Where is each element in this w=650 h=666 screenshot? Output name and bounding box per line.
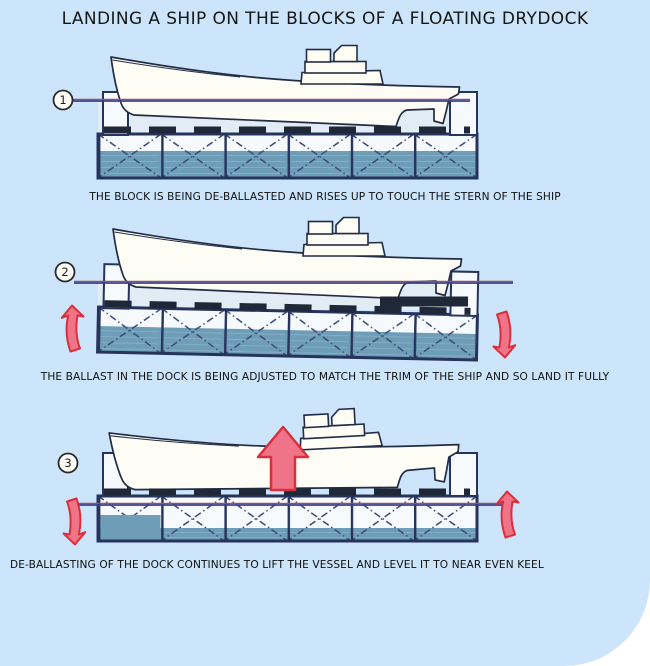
pontoon-compartments: [96, 305, 479, 362]
big-up-arrow-icon: [256, 425, 310, 492]
step-3-badge: 3: [57, 452, 79, 474]
svg-text:2: 2: [61, 265, 68, 279]
step-2-caption: THE BALLAST IN THE DOCK IS BEING ADJUSTE…: [40, 371, 610, 383]
keel-blocks: [100, 126, 470, 134]
step-3-caption: DE-BALLASTING OF THE DOCK CONTINUES TO L…: [10, 559, 544, 571]
page-title: LANDING A SHIP ON THE BLOCKS OF A FLOATI…: [61, 9, 589, 29]
curved-up-arrow-icon: [60, 304, 85, 353]
waterline: [73, 98, 470, 102]
curved-up-arrow-icon: [495, 490, 520, 539]
waterline: [70, 502, 513, 506]
svg-text:3: 3: [64, 456, 71, 470]
extra-ballast-water: [100, 515, 161, 540]
step-2-badge: 2: [54, 261, 76, 283]
step-1-caption: THE BLOCK IS BEING DE-BALLASTED AND RISE…: [89, 191, 561, 203]
pontoon-compartments: [96, 132, 479, 180]
curved-down-arrow-icon: [492, 310, 517, 359]
keel-blocks: [100, 300, 471, 315]
svg-text:1: 1: [59, 93, 66, 107]
step-2-figure: 2: [54, 216, 517, 362]
waterline: [74, 280, 513, 284]
keel-blocks: [100, 488, 470, 496]
step-1-badge: 1: [52, 89, 74, 111]
step-1-figure: 1: [52, 44, 479, 180]
stern-keel-blocks: [380, 296, 468, 307]
step-3-figure: 3: [57, 402, 520, 546]
